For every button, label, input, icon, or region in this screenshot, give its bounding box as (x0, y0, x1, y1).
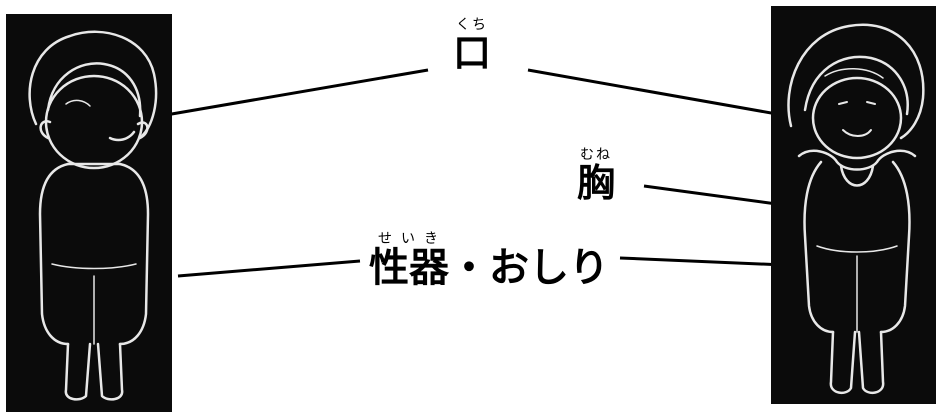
label-mouth-ruby: くち (456, 17, 488, 33)
label-chest-text: 胸 (576, 161, 615, 205)
label-genitals-ruby: せいき (378, 231, 447, 247)
girl-figure-panel (771, 6, 936, 404)
label-mouth-text: 口 (452, 31, 491, 75)
girl-figure-image (787, 23, 925, 395)
mouth-line-right (527, 68, 789, 118)
mouth-line-left (159, 68, 429, 118)
chest-line (643, 184, 785, 207)
boy-figure-panel (6, 14, 172, 412)
genitals-line-right (619, 256, 785, 267)
genitals-line-left (177, 259, 361, 278)
label-genitals-text: 性器・おしり (369, 245, 609, 291)
label-mouth: くち 口 (452, 18, 492, 72)
label-genitals: せいき 性器・おしり (364, 232, 614, 288)
label-chest: むね 胸 (565, 148, 627, 202)
label-chest-ruby: むね (580, 147, 612, 163)
boy-figure-image (28, 30, 158, 401)
